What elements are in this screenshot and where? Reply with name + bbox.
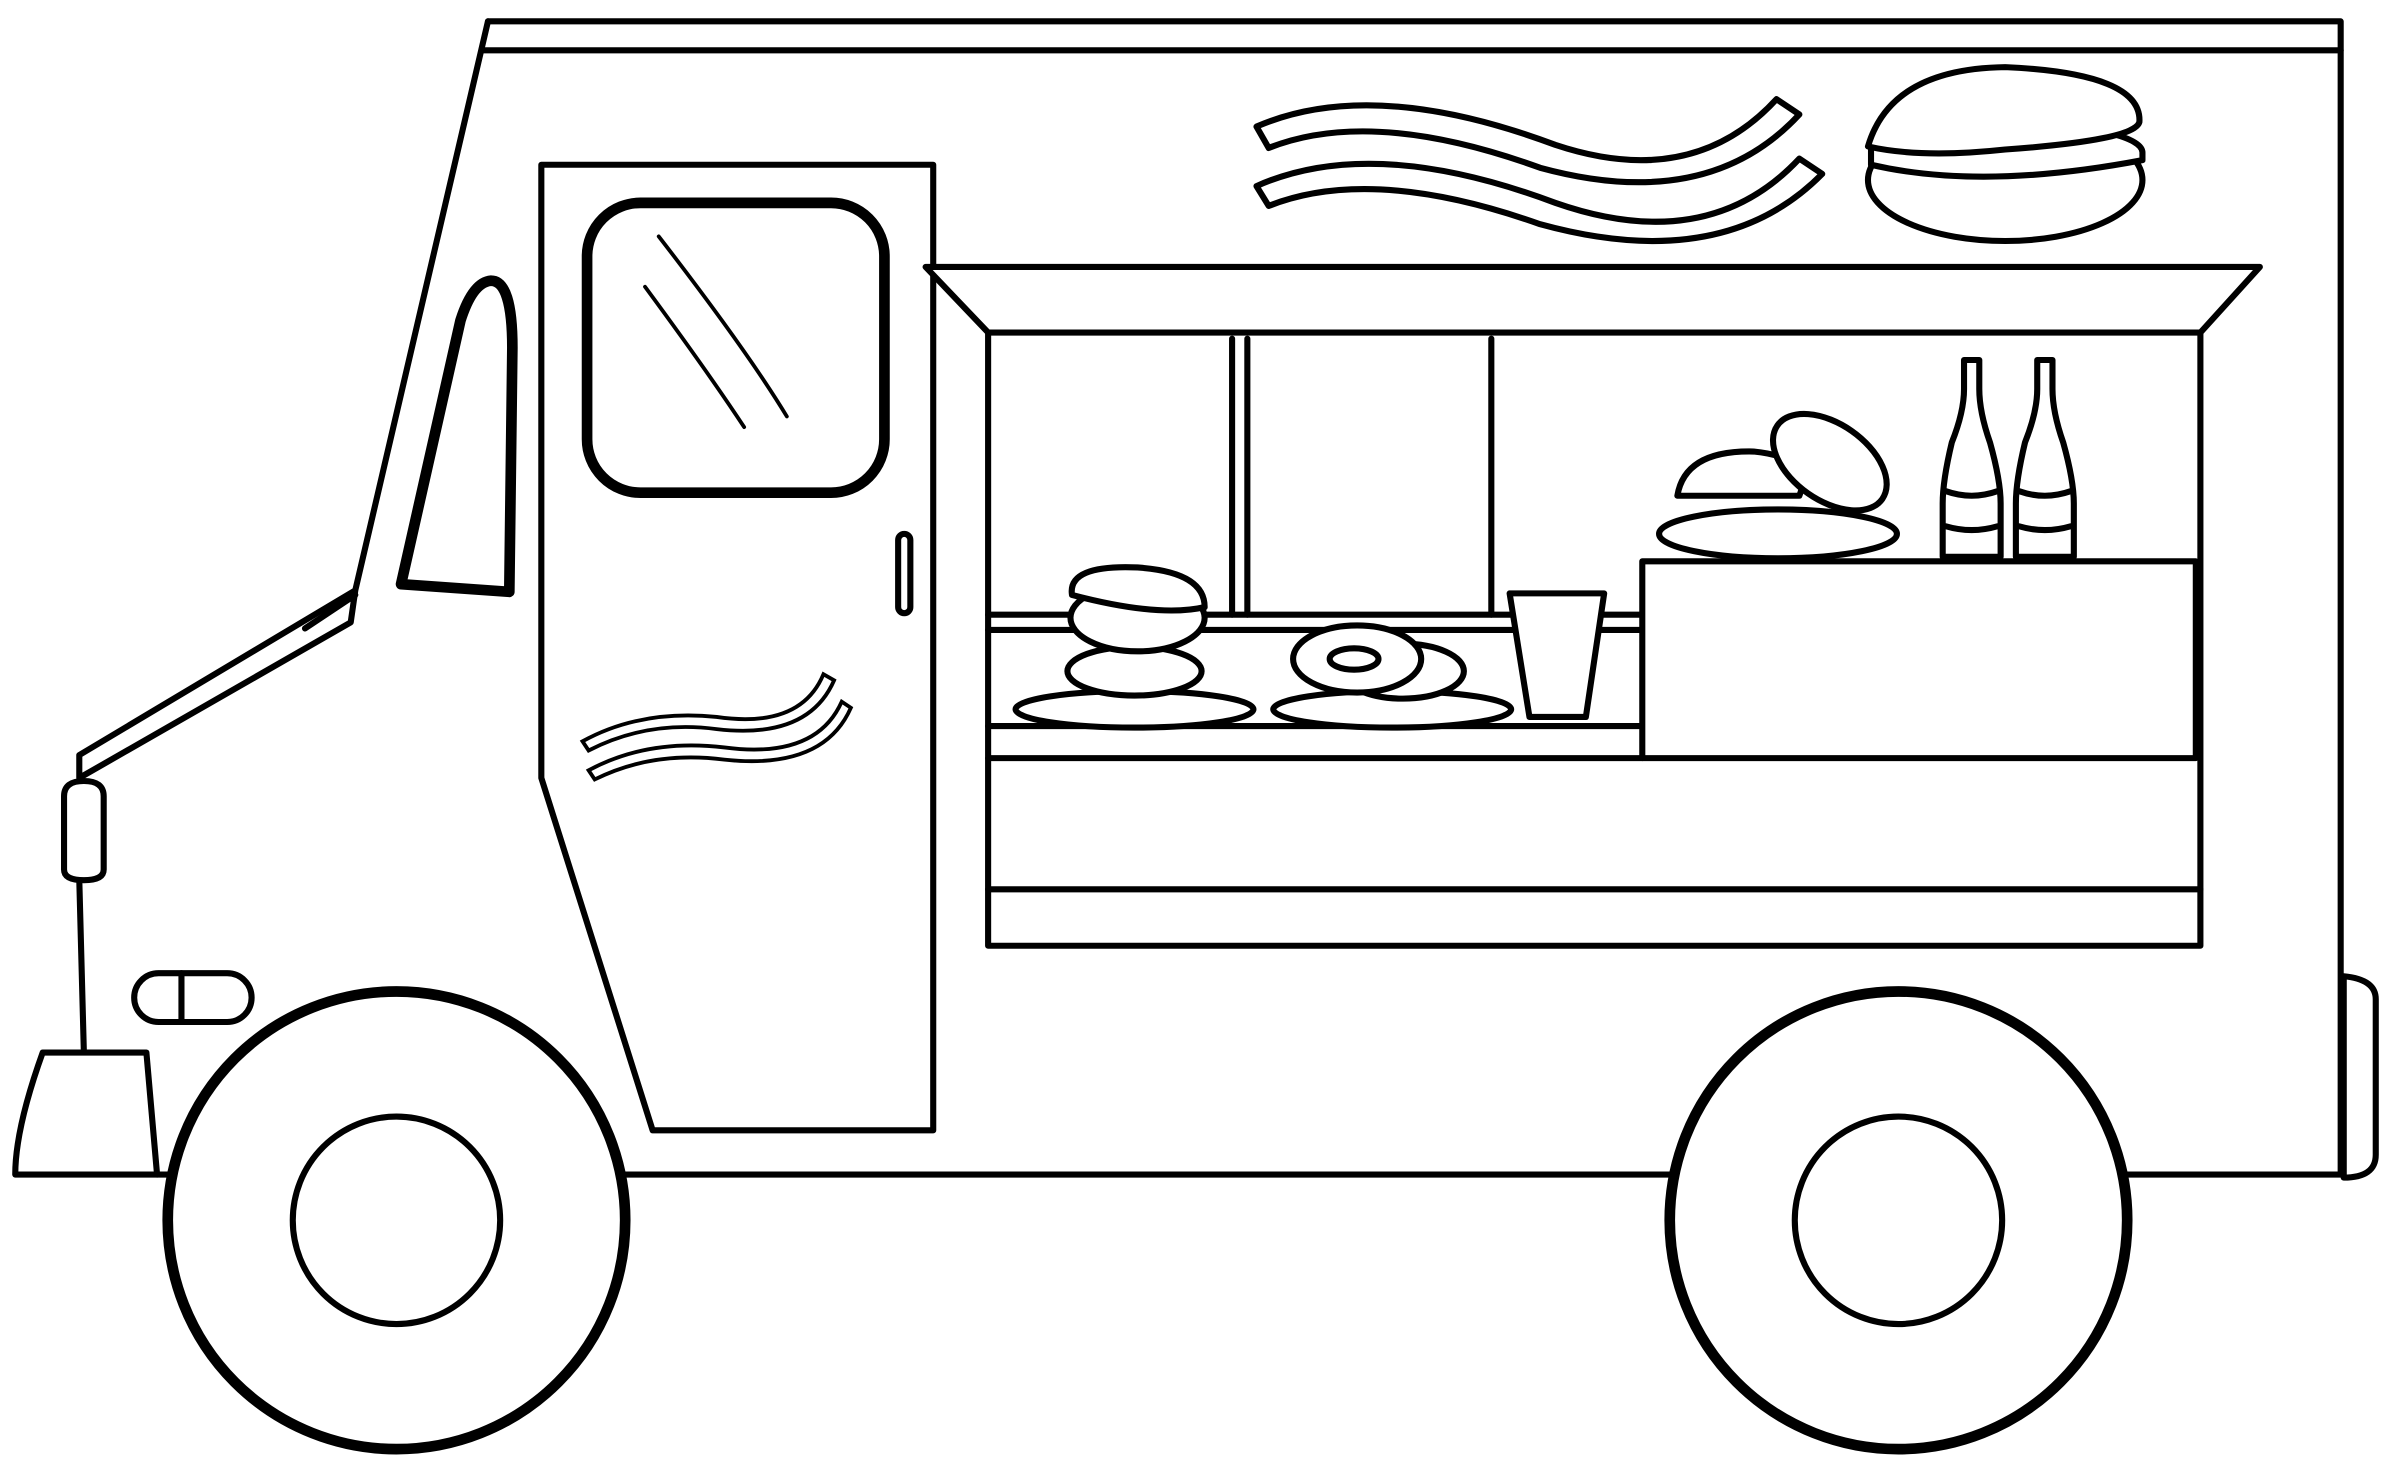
headlight <box>131 970 255 1026</box>
awning <box>922 263 2263 336</box>
rear-bumper <box>2340 973 2379 1181</box>
truck-body <box>76 18 2344 1178</box>
burger-plate-right <box>1656 410 1900 562</box>
drink-cup <box>1506 590 1608 720</box>
door-handle <box>895 530 914 617</box>
donut-plate <box>1270 622 1515 731</box>
counter-box <box>1639 558 2199 762</box>
side-window <box>395 275 518 598</box>
burger-sign-icon <box>1864 64 2146 245</box>
bacon-sign-icon <box>1253 96 1826 245</box>
bottles <box>1939 356 2077 560</box>
rear-wheel <box>1664 986 2133 1455</box>
front-marker-light <box>60 777 107 1056</box>
bacon-decal-icon <box>579 671 854 782</box>
front-bumper <box>12 1049 161 1178</box>
door-window <box>581 197 890 499</box>
cab-door <box>538 161 937 1134</box>
burger-plate-left <box>1012 564 1257 731</box>
front-wheel <box>162 986 631 1455</box>
